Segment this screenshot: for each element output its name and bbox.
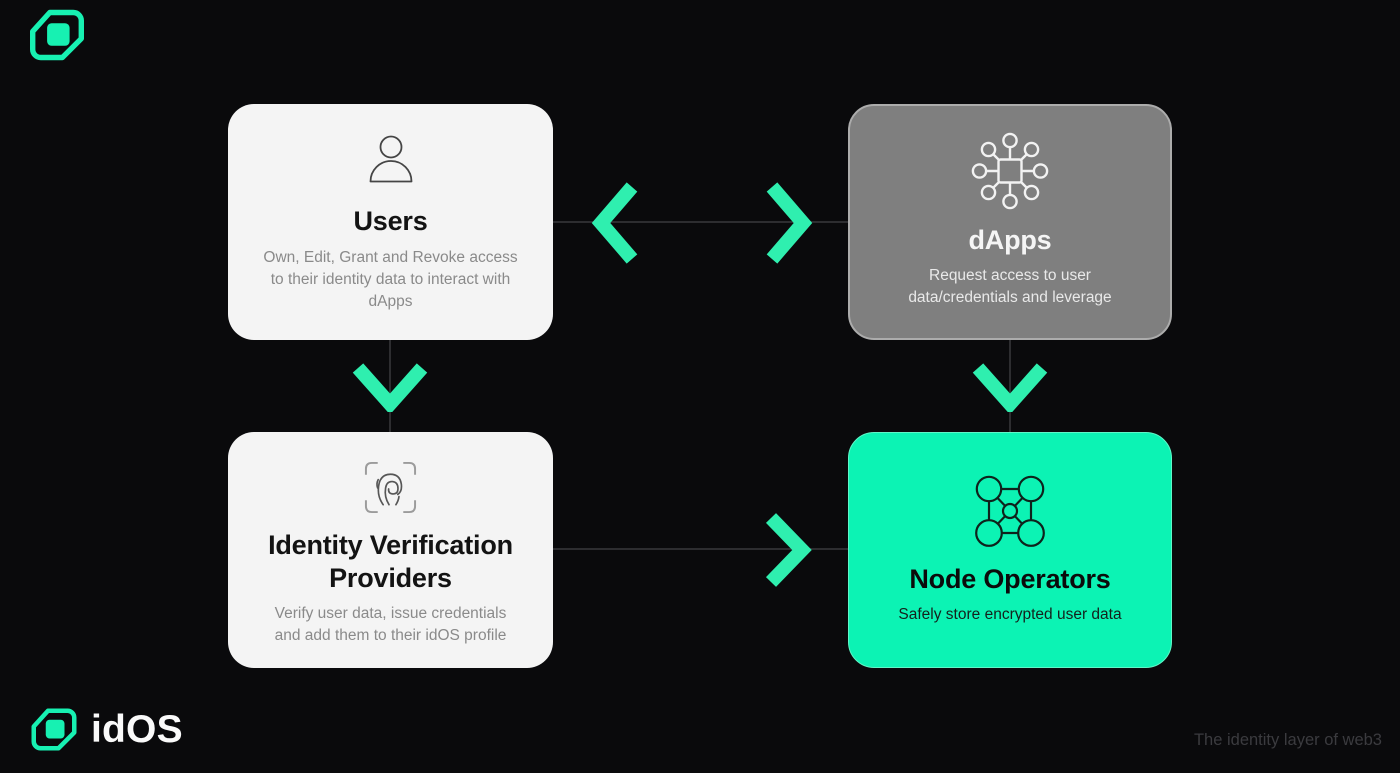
arrow-right-icon: [765, 513, 812, 587]
arrow-right-icon: [766, 182, 813, 264]
arrow-down-icon: [972, 363, 1048, 412]
node-operators-card-title: Node Operators: [909, 564, 1111, 594]
connector-users-dapps: [553, 221, 848, 223]
idos-logo-icon: [30, 9, 84, 61]
users-card-description: Own, Edit, Grant and Revoke access to th…: [263, 248, 518, 310]
tagline: The identity layer of web3: [1193, 731, 1382, 749]
idos-logo: idOS: [30, 707, 183, 752]
users-card-title: Users: [353, 206, 428, 236]
connector-ivps-nodes: [553, 548, 848, 550]
idos-logo-text: idOS: [91, 707, 183, 751]
ivp-card-title: Identity Verification Providers: [268, 530, 513, 593]
connector-users-ivps: [389, 340, 391, 432]
ivp-card-description: Verify user data, issue credentials and …: [274, 604, 507, 644]
user-icon: [369, 135, 412, 183]
ivp-card: Identity Verification Providers Verify u…: [228, 432, 553, 668]
arrow-down-icon: [352, 363, 428, 412]
idos-logo-icon: [31, 708, 77, 751]
dapps-card-description: Request access to user data/credentials …: [908, 266, 1112, 306]
dapps-card-title: dApps: [968, 225, 1052, 255]
users-card: Users Own, Edit, Grant and Revoke access…: [228, 104, 553, 340]
fingerprint-scan-icon: [364, 461, 417, 514]
node-operators-card-description: Safely store encrypted user data: [898, 605, 1122, 623]
node-operators-card: Node Operators Safely store encrypted us…: [848, 432, 1172, 668]
node-network-icon: [975, 475, 1045, 547]
dapps-card: dApps Request access to user data/creden…: [848, 104, 1172, 340]
arrow-left-icon: [591, 182, 638, 264]
connector-dapps-nodes: [1009, 340, 1011, 432]
network-hub-icon: [971, 132, 1049, 210]
